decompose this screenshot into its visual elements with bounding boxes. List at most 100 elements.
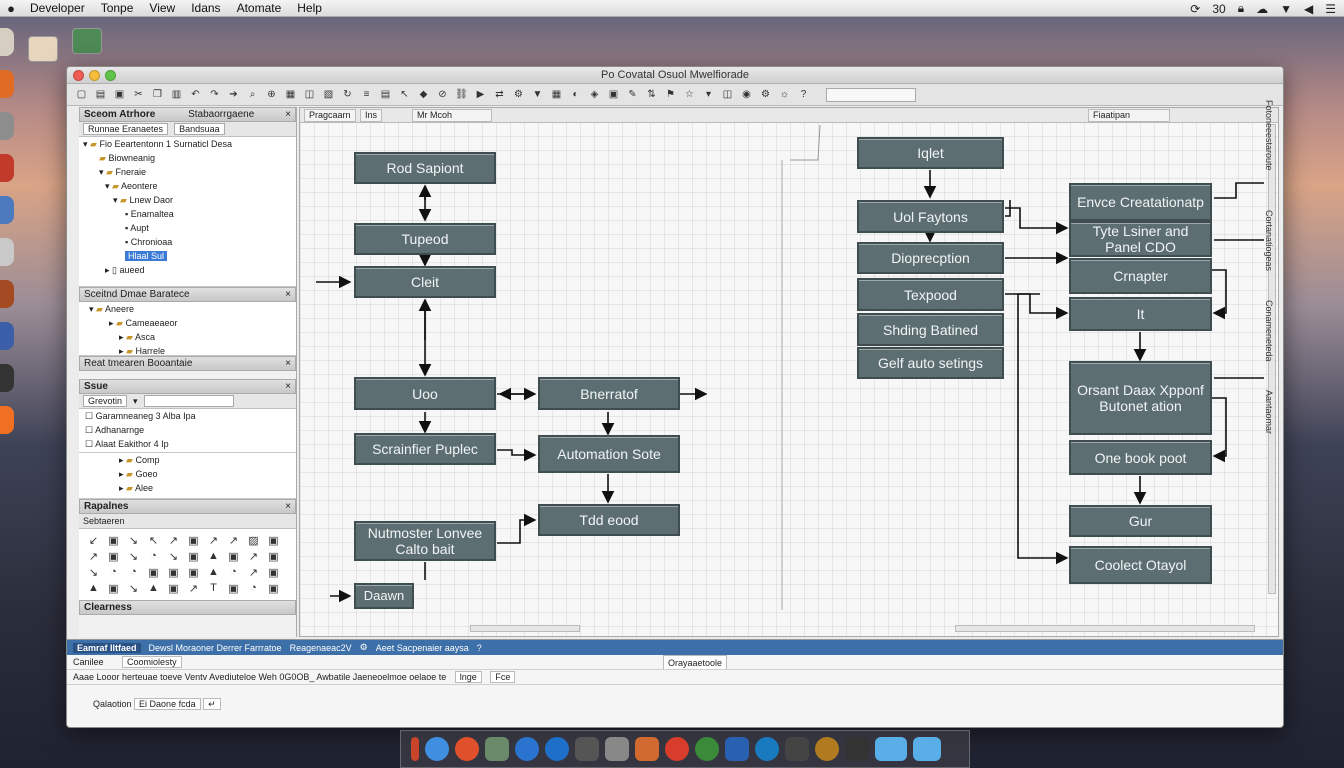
tree-item[interactable]: ▪ Chronioaa xyxy=(79,235,296,249)
cloud-icon[interactable]: ☁︎ xyxy=(1256,1,1269,16)
close-icon[interactable]: × xyxy=(285,358,291,369)
node-tdd-eood[interactable]: Tdd eood xyxy=(538,504,680,536)
dock-app-icon[interactable] xyxy=(575,737,599,761)
vertical-scrollbar[interactable] xyxy=(1268,124,1276,594)
list-item[interactable]: ☐ Adhanarnge xyxy=(79,423,296,437)
chevron-right-icon[interactable]: ▸ xyxy=(119,483,124,493)
sync-icon[interactable]: ⟳ xyxy=(1190,1,1201,16)
palette-shape-icon[interactable]: T xyxy=(210,582,217,594)
palette-shape-icon[interactable]: ▣ xyxy=(188,535,199,547)
tree-item[interactable]: ▰ Biowneanig xyxy=(79,151,296,165)
dock-left-app-icon[interactable] xyxy=(0,322,14,350)
close-window-button[interactable] xyxy=(73,70,84,81)
dock-left-app-icon[interactable] xyxy=(0,28,14,56)
dock-app-icon[interactable] xyxy=(665,737,689,761)
tree-item-selected[interactable]: Hlaal Sul xyxy=(79,249,296,263)
chevron-down-icon[interactable]: ▾ xyxy=(113,195,118,205)
dock-left-app-icon[interactable] xyxy=(0,196,14,224)
tree-item[interactable]: ▸ ▰ Cameaeaeor xyxy=(79,316,296,330)
node-nutmoster-lonvee[interactable]: Nutmoster Lonvee Calto bait xyxy=(354,521,496,561)
minimize-window-button[interactable] xyxy=(89,70,100,81)
node-envce-creatation[interactable]: Envce Creatationatp xyxy=(1069,183,1212,221)
node-bnerratof[interactable]: Bnerratof xyxy=(538,377,680,410)
sun-icon[interactable]: ☼ xyxy=(779,89,790,100)
node-it[interactable]: It xyxy=(1069,297,1212,331)
lock-icon[interactable]: ⊘ xyxy=(438,89,447,100)
help-icon[interactable]: ? xyxy=(476,642,482,653)
tree-item[interactable]: ▸ ▰ Alee xyxy=(79,481,296,495)
paste-icon[interactable]: ▥ xyxy=(171,89,182,100)
dock-app-icon[interactable] xyxy=(545,737,569,761)
node-crnapter[interactable]: Crnapter xyxy=(1069,258,1212,294)
menu-view[interactable]: View xyxy=(149,1,176,15)
zoom-icon[interactable]: ⊕ xyxy=(267,89,276,100)
shape-icon[interactable]: ◆ xyxy=(419,89,428,100)
close-icon[interactable]: × xyxy=(285,109,291,120)
chevron-down-icon[interactable]: ▾ xyxy=(133,395,138,406)
palette-shape-icon[interactable]: ▲ xyxy=(148,582,159,594)
palette-shape-icon[interactable]: ↗ xyxy=(208,535,219,547)
palette-shape-icon[interactable]: ▣ xyxy=(228,583,239,595)
dock-app-icon[interactable] xyxy=(411,737,419,761)
rail-label[interactable]: Fotoneeestaroute xyxy=(1264,100,1274,171)
palette-shape-icon[interactable]: ↘ xyxy=(128,583,139,595)
cut-icon[interactable]: ✂ xyxy=(134,89,143,100)
checkbox-icon[interactable]: ☐ xyxy=(85,439,94,449)
dock-left-app-icon[interactable] xyxy=(0,364,14,392)
palette-shape-icon[interactable]: ◔ xyxy=(230,566,237,578)
table-icon[interactable]: ▤ xyxy=(380,89,391,100)
checkbox-icon[interactable]: ☐ xyxy=(85,411,94,421)
palette-shape-icon[interactable]: ↗ xyxy=(188,583,199,595)
chevron-right-icon[interactable]: ▸ xyxy=(119,469,124,479)
palette-shape-icon[interactable]: ▣ xyxy=(148,567,159,579)
tree-item[interactable]: ▾ ▰ Lnew Daor xyxy=(79,193,296,207)
safari-icon[interactable] xyxy=(425,737,449,761)
palette-shape-icon[interactable]: ▲ xyxy=(88,582,99,594)
menu-idans[interactable]: Idans xyxy=(191,1,221,15)
image-icon[interactable]: ▧ xyxy=(323,89,334,100)
rail-label[interactable]: Conameneteda xyxy=(1264,300,1274,362)
palette-shape-icon[interactable]: ▲ xyxy=(208,566,219,578)
palette-shape-icon[interactable]: ▣ xyxy=(228,551,239,563)
palette-shape-icon[interactable]: ↗ xyxy=(248,551,259,563)
close-icon[interactable]: × xyxy=(285,381,291,392)
palette-shape-icon[interactable]: ↗ xyxy=(228,535,239,547)
chevron-right-icon[interactable]: ▸ xyxy=(105,265,110,275)
pen-icon[interactable]: ✎ xyxy=(628,89,637,100)
arrange-icon[interactable]: ⇅ xyxy=(647,89,656,100)
node-dioprecption[interactable]: Dioprecption xyxy=(857,242,1004,274)
structure-search-button[interactable]: Bandsuaa xyxy=(174,123,225,135)
dock-left-app-icon[interactable] xyxy=(0,112,14,140)
tray-number[interactable]: 30 xyxy=(1212,1,1226,16)
palette-shape-icon[interactable]: ▣ xyxy=(168,567,179,579)
node-tyte-lsiner[interactable]: Tyte Lsiner and Panel CDO xyxy=(1069,221,1212,257)
chevron-right-icon[interactable]: ▸ xyxy=(119,346,124,356)
list-item[interactable]: ☐ Alaat Eakithor 4 Ip xyxy=(79,437,296,451)
tab-eamraf[interactable]: Eamraf Iltfaed xyxy=(73,642,141,653)
play-icon[interactable]: ▶ xyxy=(476,89,485,100)
menu-extra-icon[interactable]: ☰ xyxy=(1325,1,1336,16)
palette-shape-icon[interactable]: ◔ xyxy=(250,582,257,594)
palette-shape-icon[interactable]: ↖ xyxy=(148,535,159,547)
dock-left-app-icon[interactable] xyxy=(0,70,14,98)
tree-item[interactable]: ▪ Enamaltea xyxy=(79,207,296,221)
palette-shape-icon[interactable]: ▨ xyxy=(248,535,259,547)
dock-left-app-icon[interactable] xyxy=(0,238,14,266)
rotate-icon[interactable]: ↻ xyxy=(343,89,352,100)
dock-app-icon[interactable] xyxy=(605,737,629,761)
palette-shape-icon[interactable]: ▣ xyxy=(108,535,119,547)
align-icon[interactable]: ≡ xyxy=(363,89,370,100)
chevron-right-icon[interactable]: ▸ xyxy=(119,332,124,342)
chevron-down-icon[interactable]: ▾ xyxy=(89,304,94,314)
folder-icon[interactable] xyxy=(913,737,941,761)
palette-shape-icon[interactable]: ▣ xyxy=(168,583,179,595)
tree-item[interactable]: ▪ Aupt xyxy=(79,221,296,235)
layers-icon[interactable]: ◫ xyxy=(304,89,315,100)
node-one-book-poot[interactable]: One book poot xyxy=(1069,440,1212,475)
palette-shape-icon[interactable]: ◔ xyxy=(110,566,117,578)
search-icon[interactable]: ⌕ xyxy=(249,89,256,100)
palette-shape-icon[interactable]: ◔ xyxy=(150,550,157,562)
palette-shape-icon[interactable]: ↗ xyxy=(168,535,179,547)
star-icon[interactable]: ☆ xyxy=(685,89,694,100)
cursor-icon[interactable]: ↖ xyxy=(400,89,409,100)
